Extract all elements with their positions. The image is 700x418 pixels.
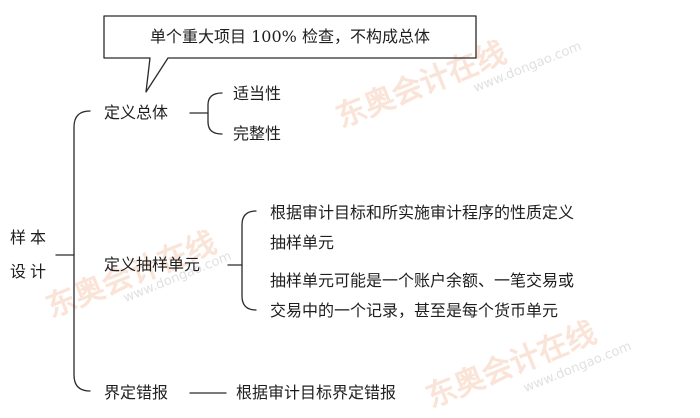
sampling-unit-item2-line1: 抽样单元可能是一个账户余额、一笔交易或 — [270, 271, 575, 290]
sampling-unit-item1-line2: 抽样单元 — [270, 233, 335, 252]
define-misstatement-label: 界定错报 — [104, 383, 169, 402]
root-label-line2: 设计 — [10, 262, 51, 281]
root-label-line1: 样本 — [10, 228, 51, 247]
completeness-label: 完整性 — [233, 124, 282, 143]
define-sampling-unit-label: 定义抽样单元 — [104, 255, 201, 274]
callout-note: 单个重大项目 100% 检查，不构成总体 — [150, 27, 430, 46]
define-misstatement-detail: 根据审计目标界定错报 — [236, 383, 397, 402]
sampling-unit-bracket — [241, 210, 257, 311]
sampling-unit-item2-line2: 交易中的一个记录，甚至是每个货币单元 — [270, 301, 559, 320]
appropriateness-label: 适当性 — [233, 84, 282, 103]
define-population-label: 定义总体 — [104, 103, 169, 122]
root-bracket — [73, 110, 91, 392]
population-bracket — [207, 92, 223, 135]
callout-bubble — [103, 15, 477, 93]
sampling-unit-item1-line1: 根据审计目标和所实施审计程序的性质定义 — [270, 203, 575, 222]
